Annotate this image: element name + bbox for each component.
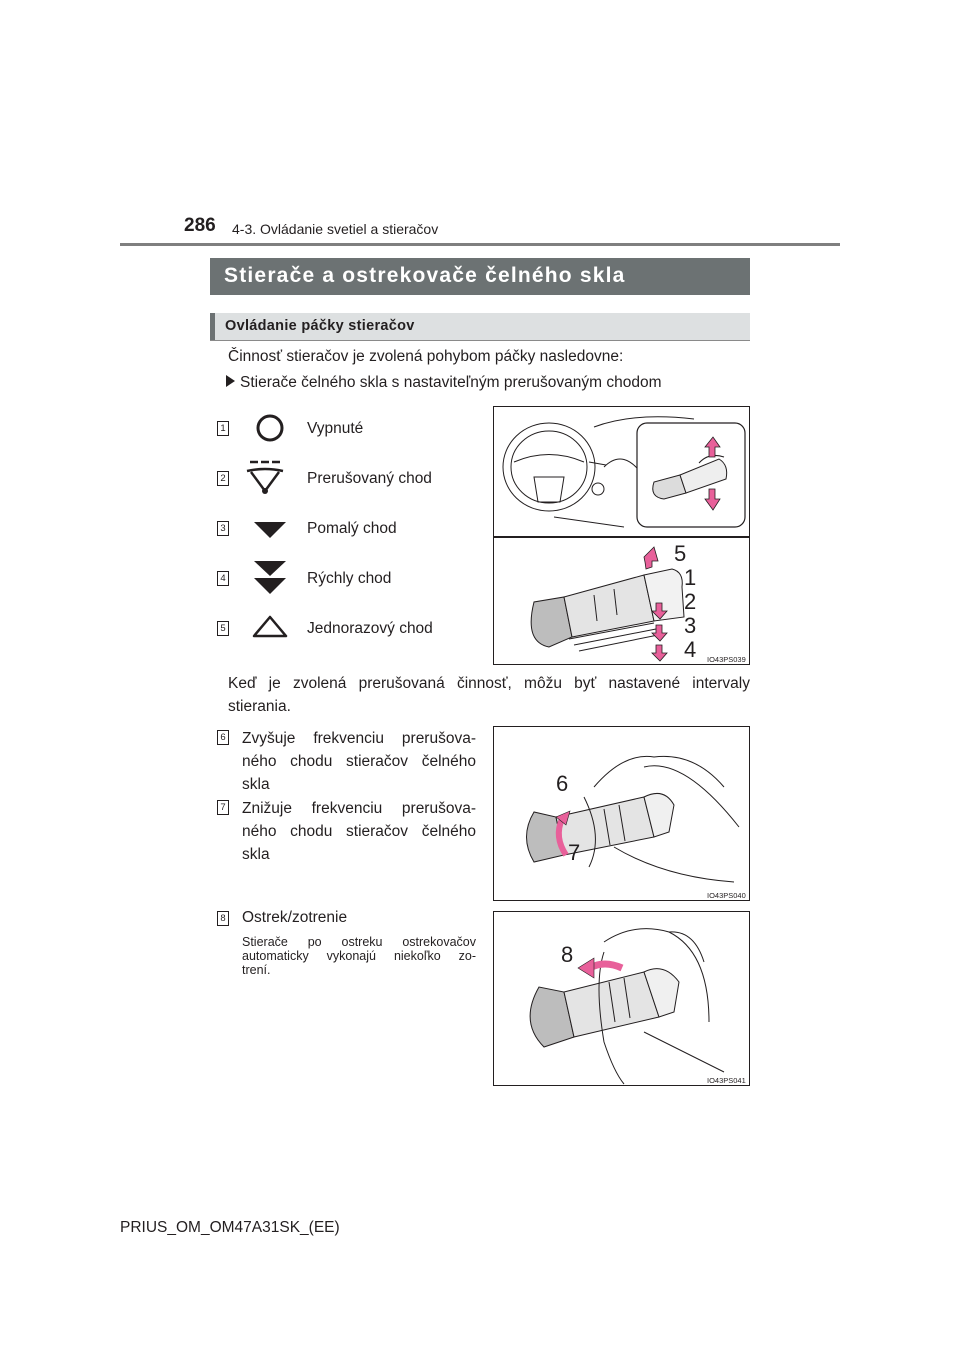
mode-label-4: Rýchly chod xyxy=(307,570,392,587)
figure1-callout-4: 4 xyxy=(684,637,697,662)
item-7-line-2: ného chodu stieračov čelného xyxy=(242,823,476,840)
item-6-line-3: skla xyxy=(242,776,270,793)
figure-wiper-lever-positions: 5 1 2 3 4 IO43PS039 xyxy=(493,406,750,665)
washer-pull-illustration xyxy=(529,928,725,1085)
item-6-line-1: Zvyšuje frekvenciu prerušova- xyxy=(242,730,476,747)
item-text-6: Zvyšuje frekvenciu prerušova- ného chodu… xyxy=(242,727,476,796)
single-down-triangle-icon xyxy=(254,522,286,538)
item-7-line-1: Znižuje frekvenciu prerušova- xyxy=(242,800,476,817)
mode-label-3: Pomalý chod xyxy=(307,520,397,537)
page-title: Stierače a ostrekovače čelného skla xyxy=(210,258,750,295)
intermittent-wiper-icon xyxy=(246,460,284,494)
figure-interval-ring: 6 7 IO43PS040 xyxy=(493,726,750,901)
footer-document-code: PRIUS_OM_OM47A31SK_(EE) xyxy=(120,1219,340,1236)
item-number-6: 6 xyxy=(217,730,229,745)
header-divider xyxy=(120,243,840,246)
washer-note-line-1: Stierače po ostreku ostrekovačov xyxy=(242,935,476,949)
figure2-callout-6: 6 xyxy=(556,771,569,796)
washer-note-line-3: trení. xyxy=(242,963,271,977)
item-number-8: 8 xyxy=(217,911,229,926)
up-triangle-outline-icon xyxy=(252,615,288,638)
double-down-triangle-icon xyxy=(254,561,286,594)
washer-label: Ostrek/zotrenie xyxy=(242,909,348,926)
item-number-7: 7 xyxy=(217,800,229,815)
washer-note: Stierače po ostreku ostrekovačov automat… xyxy=(242,935,476,977)
off-circle-icon xyxy=(256,414,284,442)
page-number: 286 xyxy=(184,215,216,236)
wiper-lever-illustration xyxy=(494,416,749,662)
interval-paragraph: Keď je zvolená prerušovaná činnosť, môžu… xyxy=(228,675,750,715)
bullet-arrow-icon xyxy=(226,375,235,387)
figure2-callout-7: 7 xyxy=(568,840,581,865)
mode-number-2: 2 xyxy=(217,471,229,486)
mode-number-4: 4 xyxy=(217,571,229,586)
washer-note-line-2: automaticky vykonajú niekoľko zo- xyxy=(242,949,476,963)
figure1-callout-1: 1 xyxy=(684,565,697,590)
item-text-7: Znižuje frekvenciu prerušova- ného chodu… xyxy=(242,797,476,866)
mode-label-2: Prerušovaný chod xyxy=(307,470,432,487)
section-subtitle: Ovládanie páčky stieračov xyxy=(210,313,750,341)
figure3-code: IO43PS041 xyxy=(707,1076,746,1085)
mode-label-5: Jednorazový chod xyxy=(307,620,433,637)
bullet-text: Stierače čelného skla s nastaviteľným pr… xyxy=(240,374,662,391)
figure1-callout-5: 5 xyxy=(674,541,687,566)
section-header: 4-3. Ovládanie svetiel a stieračov xyxy=(232,221,439,237)
figure2-code: IO43PS040 xyxy=(707,891,746,900)
interval-ring-illustration xyxy=(526,755,740,883)
subtitle-divider xyxy=(210,340,750,341)
mode-number-3: 3 xyxy=(217,521,229,536)
bullet-heading: Stierače čelného skla s nastaviteľným pr… xyxy=(226,374,662,392)
mode-label-1: Vypnuté xyxy=(307,420,364,437)
figure3-callout-8: 8 xyxy=(561,942,574,967)
figure1-callout-3: 3 xyxy=(684,613,697,638)
intro-text: Činnosť stieračov je zvolená pohybom páč… xyxy=(228,348,624,365)
mode-number-5: 5 xyxy=(217,621,229,636)
figure1-code: IO43PS039 xyxy=(707,655,746,664)
figure1-callout-2: 2 xyxy=(684,589,697,614)
item-6-line-2: ného chodu stieračov čelného xyxy=(242,753,476,770)
mode-number-1: 1 xyxy=(217,421,229,436)
figure-washer-pull: 8 IO43PS041 xyxy=(493,911,750,1086)
item-7-line-3: skla xyxy=(242,846,270,863)
